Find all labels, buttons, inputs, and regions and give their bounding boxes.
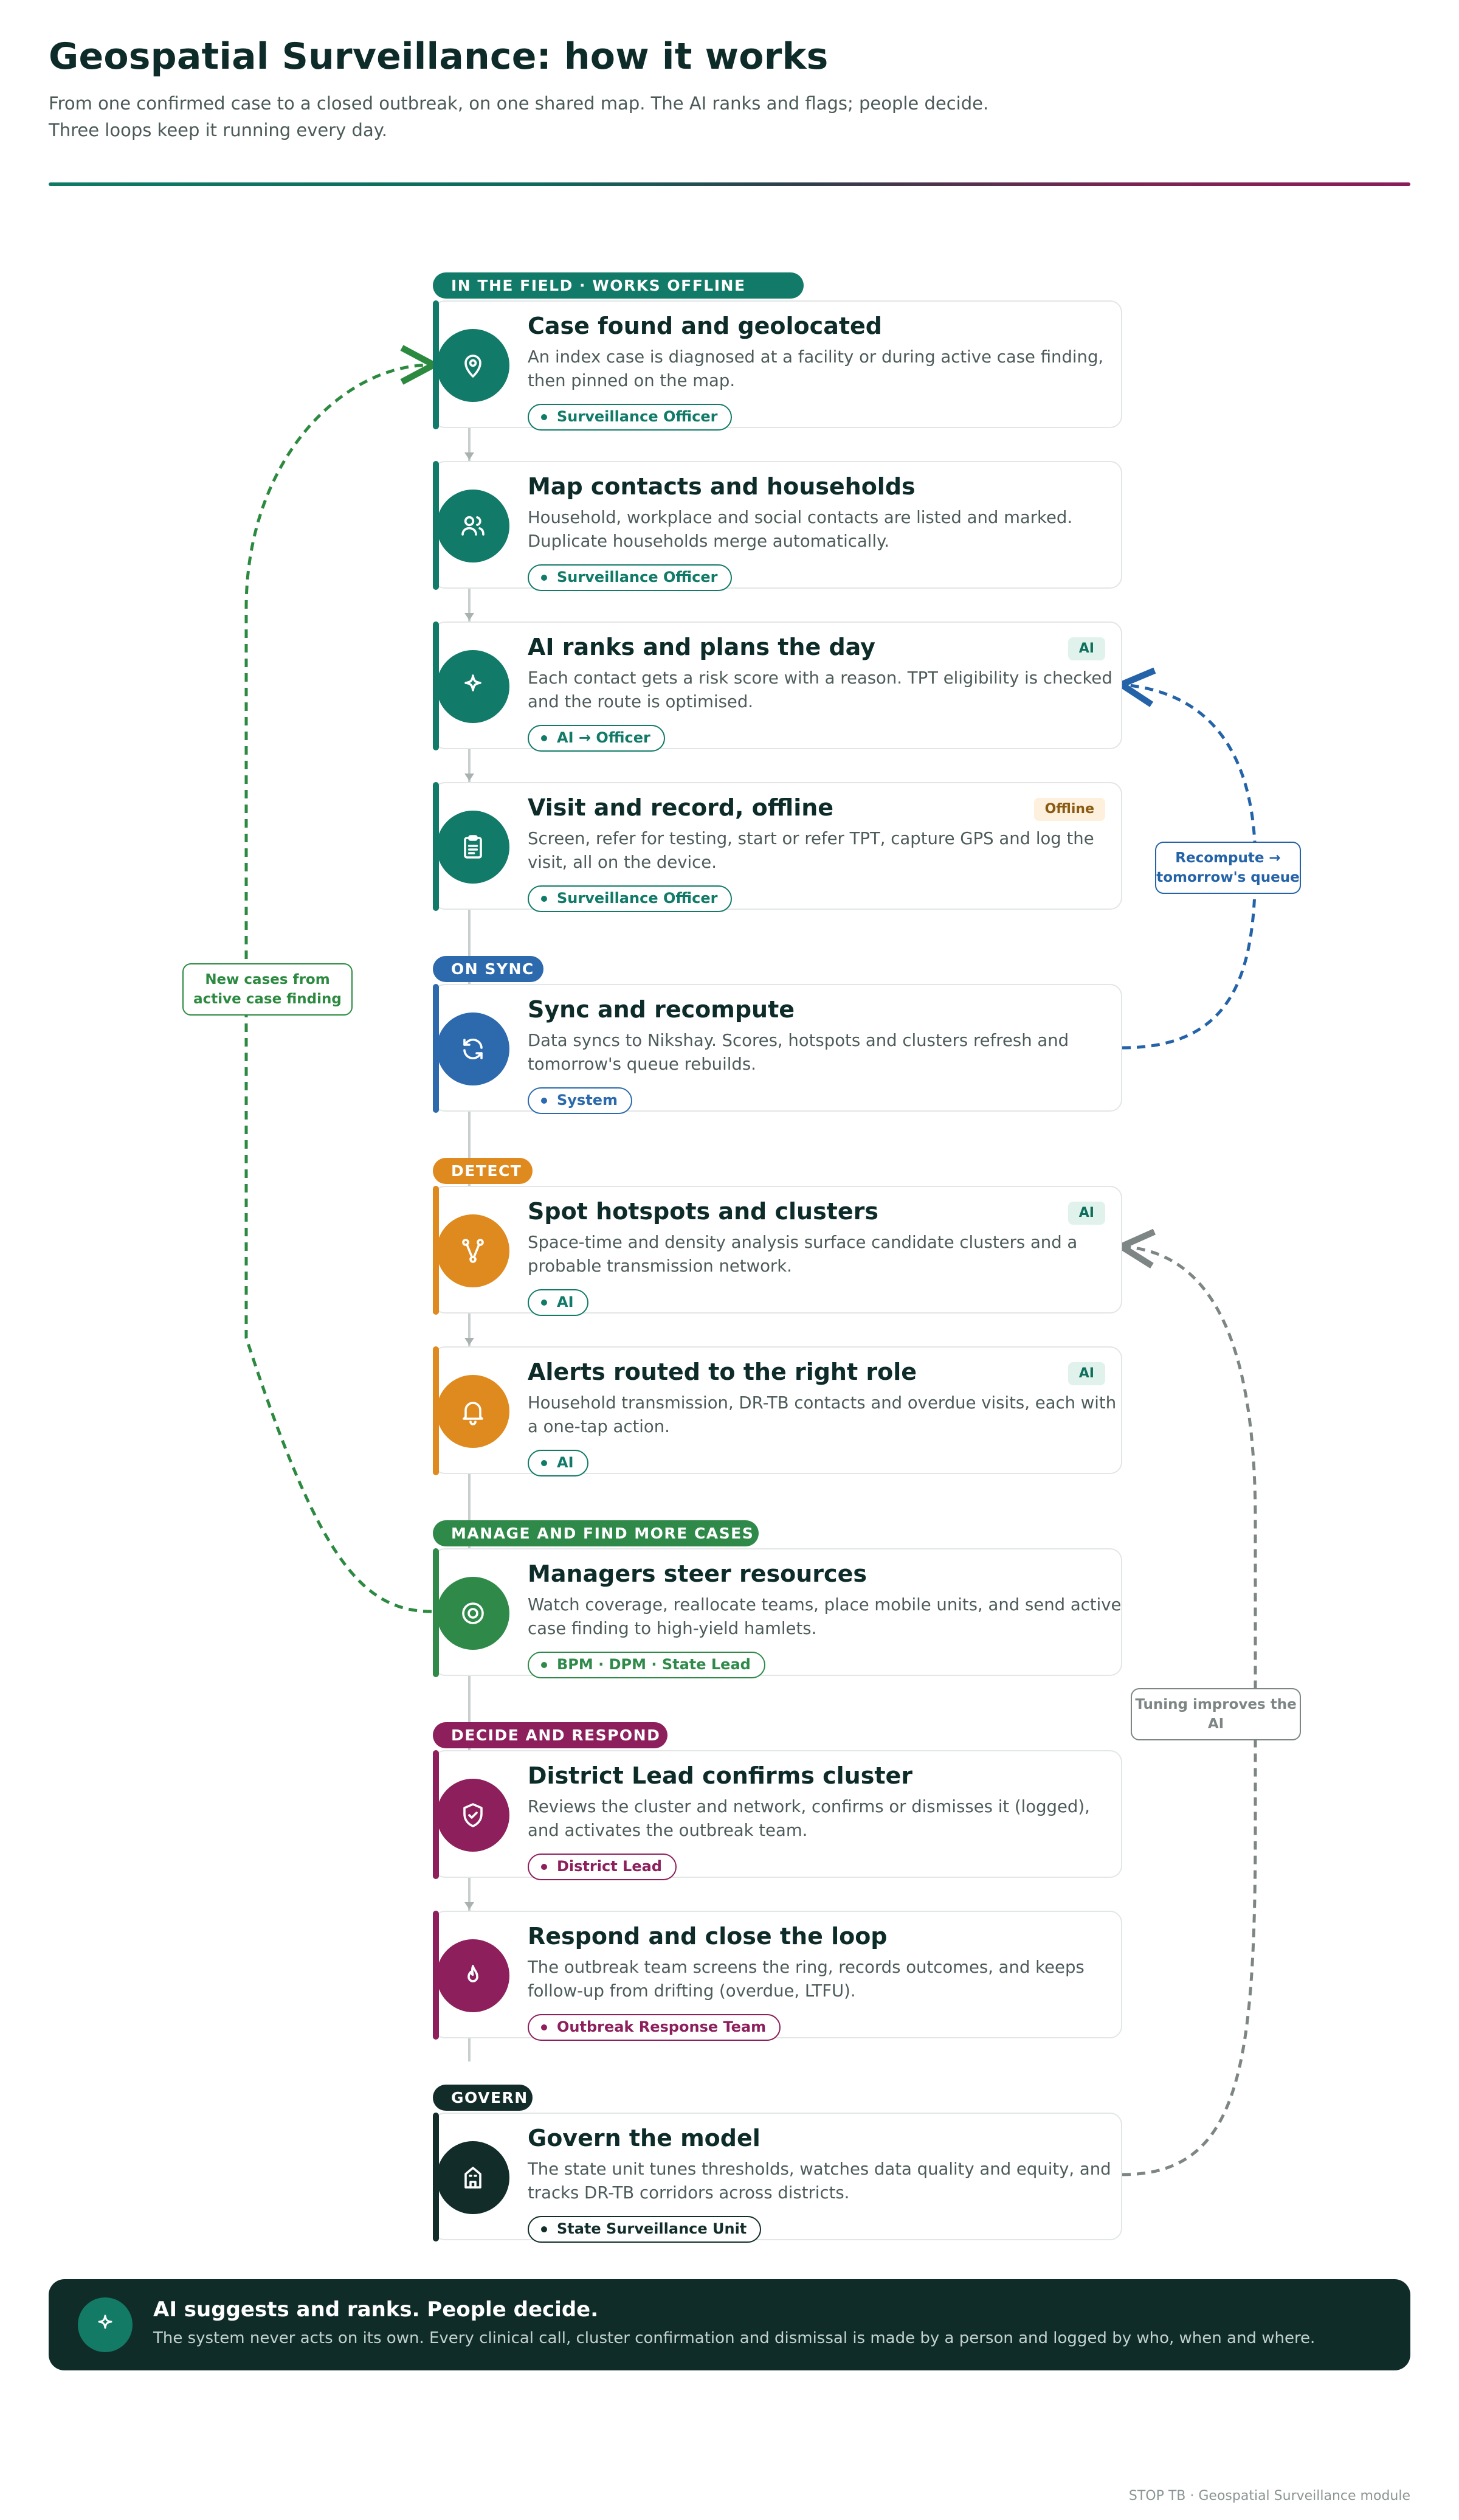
step-title: District Lead confirms cluster bbox=[528, 1762, 913, 1789]
bell-icon bbox=[436, 1375, 509, 1448]
flow-arrow bbox=[464, 452, 474, 460]
loop-label-recompute-line2: tomorrow's queue bbox=[1156, 870, 1300, 885]
step-description: The outbreak team screens the ring, reco… bbox=[528, 1958, 1085, 2001]
step-title: Respond and close the loop bbox=[528, 1923, 888, 1950]
step-card-managers: Managers steer resources Watch coverage,… bbox=[433, 1548, 1122, 1678]
step-card-ai-ranks: AI ranks and plans the day AI Each conta… bbox=[433, 621, 1122, 752]
role-chip: AI bbox=[528, 1450, 588, 1476]
flow-arrow bbox=[464, 774, 474, 781]
flow-arrow bbox=[464, 613, 474, 620]
section-pill-manage: MANAGE AND FIND MORE CASES bbox=[433, 1520, 759, 1546]
offline-badge: Offline bbox=[1033, 798, 1105, 821]
step-description: Household, workplace and social contacts… bbox=[528, 508, 1073, 551]
ai-badge: AI bbox=[1068, 1202, 1105, 1225]
role-chip: Surveillance Officer bbox=[528, 404, 733, 431]
role-chip: Surveillance Officer bbox=[528, 564, 733, 591]
card-accent-bar bbox=[433, 621, 439, 750]
section-pill-field: IN THE FIELD · WORKS OFFLINE bbox=[433, 272, 804, 299]
card-accent-bar bbox=[433, 1548, 439, 1677]
loop-label-new-cases-line2: active case finding bbox=[193, 991, 342, 1007]
section-pill-detect: DETECT bbox=[433, 1158, 533, 1184]
step-title: Managers steer resources bbox=[528, 1560, 867, 1587]
step-description: The state unit tunes thresholds, watches… bbox=[528, 2159, 1111, 2203]
card-accent-bar bbox=[433, 984, 439, 1113]
step-title: AI ranks and plans the day bbox=[528, 634, 875, 660]
role-chip: AI → Officer bbox=[528, 725, 665, 752]
flame-icon bbox=[436, 1939, 509, 2012]
section-pill-respond: DECIDE AND RESPOND bbox=[433, 1722, 667, 1748]
loop-label-new-cases: New cases from active case finding bbox=[182, 963, 353, 1016]
step-card-visit-record: Visit and record, offline Offline Screen… bbox=[433, 782, 1122, 912]
card-accent-bar bbox=[433, 782, 439, 911]
principle-banner: AI suggests and ranks. People decide. Th… bbox=[49, 2279, 1410, 2370]
section-pill-sync: ON SYNC bbox=[433, 956, 543, 982]
card-accent-bar bbox=[433, 1911, 439, 2040]
step-card-govern: Govern the model The state unit tunes th… bbox=[433, 2113, 1122, 2243]
target-icon bbox=[436, 1577, 509, 1650]
role-chip: Surveillance Officer bbox=[528, 885, 733, 912]
card-accent-bar bbox=[433, 2113, 439, 2241]
ai-badge: AI bbox=[1068, 1362, 1105, 1385]
step-description: Space-time and density analysis surface … bbox=[528, 1233, 1078, 1276]
sparkle-icon bbox=[436, 650, 509, 723]
ai-badge: AI bbox=[1068, 637, 1105, 660]
role-chip: BPM · DPM · State Lead bbox=[528, 1652, 765, 1678]
shield-check-icon bbox=[436, 1779, 509, 1852]
header-divider bbox=[49, 182, 1410, 186]
card-accent-bar bbox=[433, 1750, 439, 1879]
people-icon bbox=[436, 490, 509, 562]
network-icon bbox=[436, 1214, 509, 1287]
step-title: Map contacts and households bbox=[528, 473, 916, 500]
step-card-district-lead: District Lead confirms cluster Reviews t… bbox=[433, 1750, 1122, 1880]
role-chip: State Surveillance Unit bbox=[528, 2216, 762, 2243]
page-subtitle: From one confirmed case to a closed outb… bbox=[49, 90, 1143, 144]
loop-label-new-cases-line1: New cases from bbox=[205, 972, 330, 988]
step-description: Screen, refer for testing, start or refe… bbox=[528, 829, 1094, 872]
step-description: Household transmission, DR-TB contacts a… bbox=[528, 1393, 1117, 1436]
role-chip: AI bbox=[528, 1289, 588, 1316]
flow-arrow bbox=[464, 1338, 474, 1345]
loop-label-tuning: Tuning improves the AI bbox=[1131, 1688, 1301, 1740]
step-card-hotspots: Spot hotspots and clusters AI Space-time… bbox=[433, 1186, 1122, 1316]
step-description: An index case is diagnosed at a facility… bbox=[528, 347, 1104, 390]
map-pin-icon bbox=[436, 329, 509, 402]
loop-label-tuning-line2: AI bbox=[1207, 1716, 1224, 1732]
credit-line: STOP TB · Geospatial Surveillance module bbox=[1128, 2488, 1410, 2504]
role-chip: District Lead bbox=[528, 1854, 677, 1880]
step-title: Govern the model bbox=[528, 2125, 761, 2151]
subtitle-line-1: From one confirmed case to a closed outb… bbox=[49, 93, 989, 114]
role-chip: System bbox=[528, 1087, 632, 1114]
refresh-icon bbox=[436, 1012, 509, 1085]
page-title: Geospatial Surveillance: how it works bbox=[49, 35, 829, 78]
step-description: Watch coverage, reallocate teams, place … bbox=[528, 1595, 1122, 1638]
role-chip: Outbreak Response Team bbox=[528, 2014, 781, 2041]
card-accent-bar bbox=[433, 461, 439, 590]
step-card-case-found: Case found and geolocated An index case … bbox=[433, 300, 1122, 431]
step-description: Each contact gets a risk score with a re… bbox=[528, 668, 1112, 711]
principle-title: AI suggests and ranks. People decide. bbox=[153, 2297, 599, 2322]
section-pill-govern: GOVERN bbox=[433, 2085, 533, 2111]
card-accent-bar bbox=[433, 1346, 439, 1475]
step-card-alerts: Alerts routed to the right role AI House… bbox=[433, 1346, 1122, 1476]
flow-arrow bbox=[464, 1902, 474, 1909]
principle-description: The system never acts on its own. Every … bbox=[153, 2329, 1316, 2347]
building-icon bbox=[436, 2141, 509, 2214]
loop-label-recompute: Recompute → tomorrow's queue bbox=[1155, 842, 1301, 894]
loop-label-recompute-line1: Recompute → bbox=[1175, 850, 1281, 866]
sparkle-icon bbox=[78, 2297, 133, 2352]
clipboard-icon bbox=[436, 811, 509, 884]
card-accent-bar bbox=[433, 1186, 439, 1315]
step-title: Sync and recompute bbox=[528, 996, 795, 1023]
step-card-map-contacts: Map contacts and households Household, w… bbox=[433, 461, 1122, 591]
step-title: Case found and geolocated bbox=[528, 313, 882, 339]
step-title: Alerts routed to the right role bbox=[528, 1359, 917, 1385]
step-card-respond: Respond and close the loop The outbreak … bbox=[433, 1911, 1122, 2041]
loop-label-tuning-line1: Tuning improves the bbox=[1135, 1697, 1297, 1712]
step-card-sync: Sync and recompute Data syncs to Nikshay… bbox=[433, 984, 1122, 1114]
step-description: Data syncs to Nikshay. Scores, hotspots … bbox=[528, 1031, 1069, 1074]
subtitle-line-2: Three loops keep it running every day. bbox=[49, 120, 387, 140]
step-title: Spot hotspots and clusters bbox=[528, 1198, 878, 1225]
step-title: Visit and record, offline bbox=[528, 794, 834, 821]
step-description: Reviews the cluster and network, confirm… bbox=[528, 1797, 1090, 1840]
